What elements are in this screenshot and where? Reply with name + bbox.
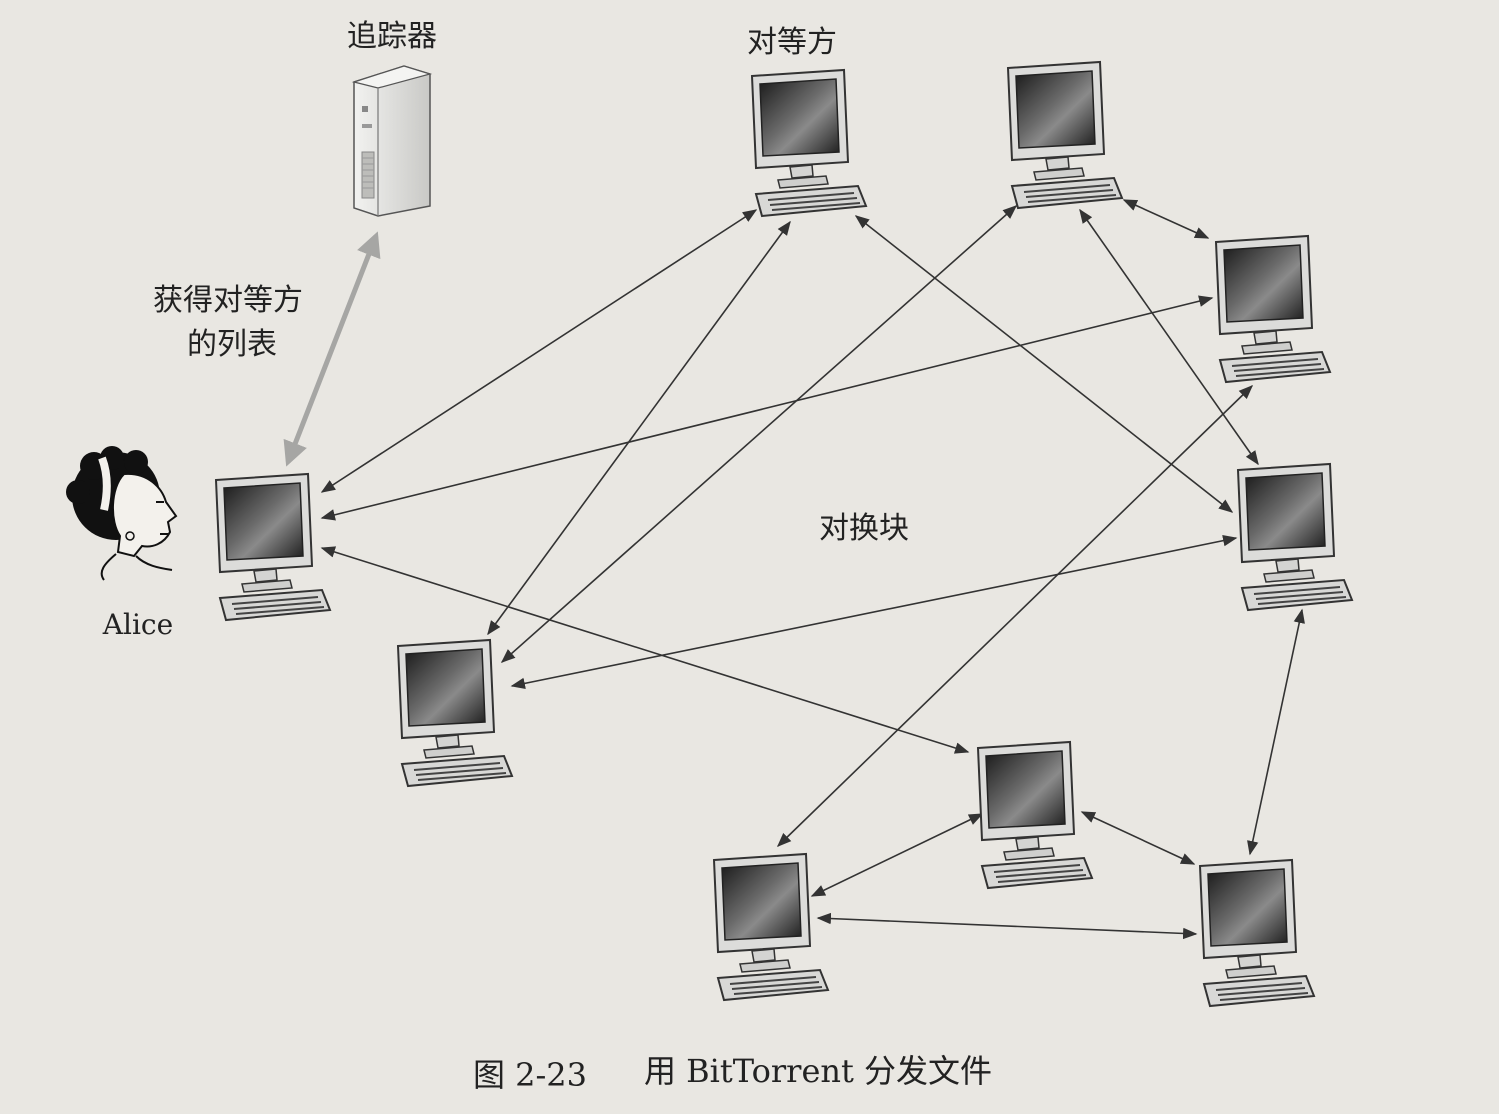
peer-exchange-arrow: [320, 209, 758, 493]
peer-exchange-arrow: [510, 534, 1238, 690]
alice-computer-icon: [215, 473, 331, 621]
peer-computer-icon: [1237, 463, 1353, 611]
tracker-label: 追踪器: [347, 19, 437, 54]
exchange-chunks-label: 对换块: [819, 511, 909, 546]
get-peer-list-label-line1: 获得对等方: [153, 283, 303, 318]
peer-computer-icon: [1199, 859, 1315, 1007]
peer-exchange-arrow: [320, 295, 1214, 521]
peer-exchange-arrow: [810, 813, 984, 897]
peer-exchange-arrow: [487, 220, 791, 636]
figure-caption-title: 用 BitTorrent 分发文件: [644, 1052, 992, 1090]
peer-exchange-arrow: [500, 205, 1018, 663]
links-layer: [283, 199, 1305, 940]
peer-computer-icon: [977, 741, 1093, 889]
peer-computer-icon: [397, 639, 513, 787]
figure-caption-number: 图 2-23: [473, 1056, 587, 1094]
get-peer-list-label-line2: 的列表: [187, 327, 277, 362]
peer-computer-icon: [1215, 235, 1331, 383]
peer-exchange-arrow: [1080, 811, 1196, 865]
peer-exchange-arrow: [1247, 608, 1305, 856]
peer-exchange-arrow: [816, 912, 1198, 940]
tracker-request-arrow: [283, 231, 381, 467]
alice-person-icon: [66, 446, 178, 581]
alice-label: Alice: [102, 608, 173, 641]
peer-computer-icon: [713, 853, 829, 1001]
peer-exchange-arrow: [854, 215, 1234, 513]
peer-computer-icon: [1007, 61, 1123, 209]
peers-label: 对等方: [747, 25, 837, 60]
peer-exchange-arrow: [1122, 199, 1210, 239]
tracker-server-icon: [351, 65, 433, 217]
peer-computer-icon: [751, 69, 867, 217]
